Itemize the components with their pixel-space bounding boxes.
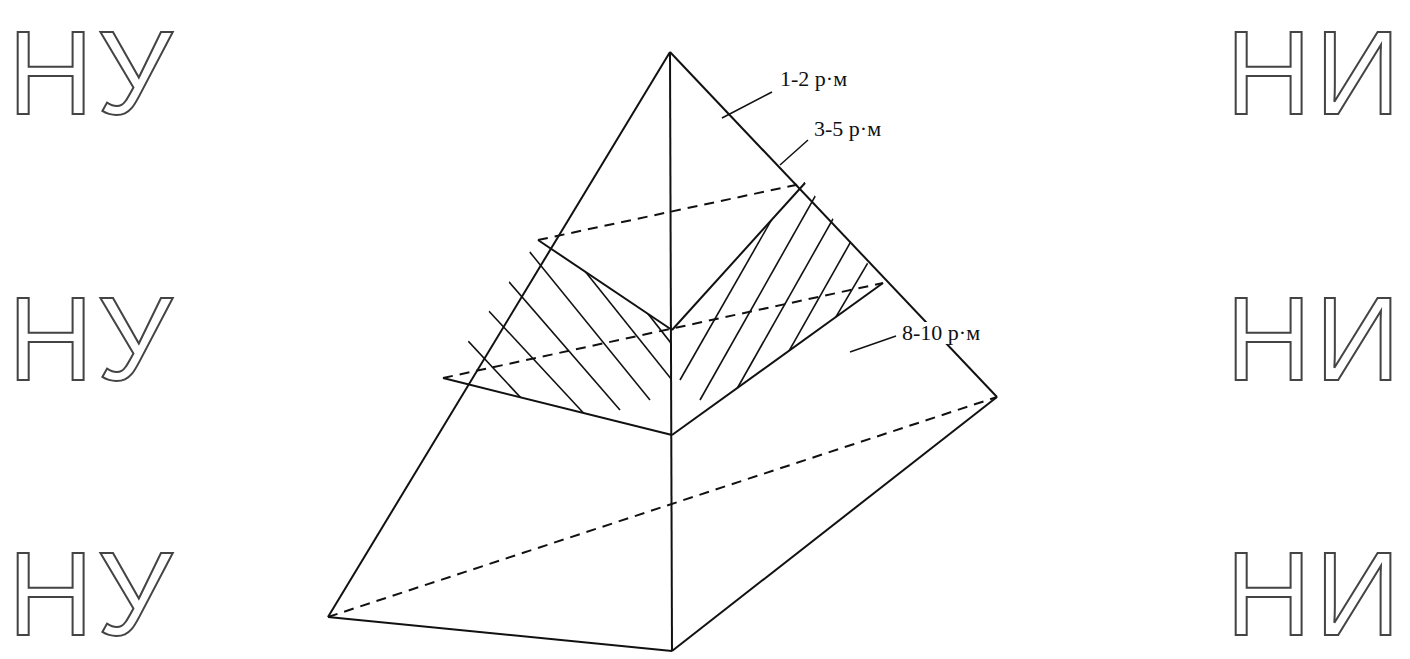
watermark: НУ (8, 280, 176, 398)
watermark: НИ (1226, 280, 1404, 398)
zone-label: 3-5 р·м (812, 118, 883, 140)
watermark: НИ (1226, 14, 1404, 132)
zone-label: 8-10 р·м (900, 322, 982, 344)
watermark: НИ (1226, 535, 1404, 653)
watermark: НУ (8, 14, 176, 132)
watermark: НУ (8, 535, 176, 653)
zone-label: 1-2 р·м (778, 68, 849, 90)
